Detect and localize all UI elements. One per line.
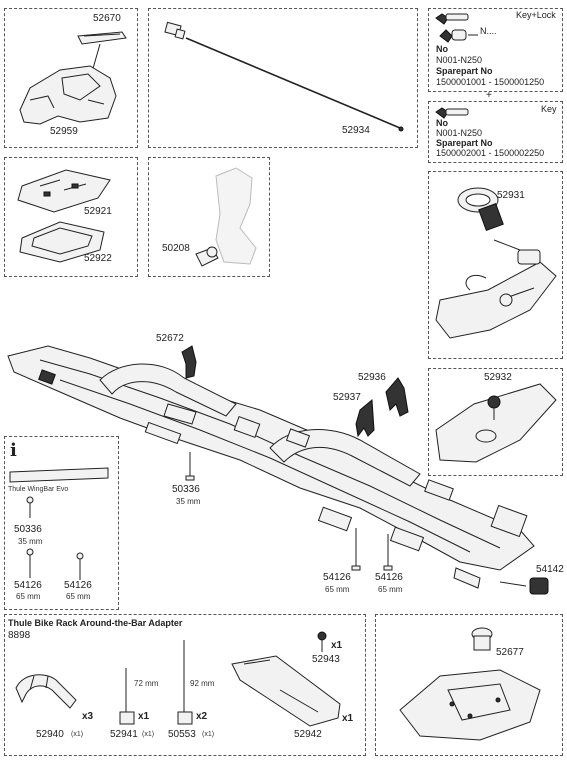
part-50208-drawing bbox=[195, 167, 257, 267]
part-52677-drawing bbox=[399, 627, 541, 741]
label-52670: 52670 bbox=[93, 13, 121, 24]
key-lock-no-value: N001-N250 bbox=[436, 55, 483, 65]
key-lock-no-heading: No bbox=[436, 44, 448, 54]
label-52922: 52922 bbox=[84, 253, 112, 264]
box-52932 bbox=[428, 368, 563, 476]
part-52936-drawing bbox=[385, 377, 409, 417]
label-50208: 50208 bbox=[162, 243, 190, 254]
info-dim-54126-b: 65 mm bbox=[66, 592, 91, 601]
qty-52942: x1 bbox=[342, 713, 354, 724]
key-plus: + bbox=[486, 90, 492, 101]
info-icon: i bbox=[10, 440, 17, 461]
part-52934-drawing bbox=[164, 21, 404, 132]
qty-52941: x1 bbox=[138, 711, 150, 722]
label-52943: 52943 bbox=[312, 654, 340, 665]
label-54126-b: 54126 bbox=[375, 572, 403, 583]
info-label-50336: 50336 bbox=[14, 524, 42, 535]
box-key-lock bbox=[428, 8, 563, 92]
box-52921 bbox=[4, 157, 138, 277]
dim-54126-a: 65 mm bbox=[325, 585, 350, 594]
label-50553: 50553 bbox=[168, 729, 196, 740]
label-54126-a: 54126 bbox=[323, 572, 351, 583]
key-lock-n-label: N.... bbox=[480, 26, 497, 36]
key-lock-sparepart-value: 1500001001 - 1500001250 bbox=[436, 77, 545, 87]
key-title: Key bbox=[541, 104, 557, 114]
box-adapter bbox=[4, 614, 366, 756]
part-52932-drawing bbox=[435, 383, 557, 463]
label-52940: 52940 bbox=[36, 729, 64, 740]
adapter-number: 8898 bbox=[8, 630, 31, 641]
adapter-title: Thule Bike Rack Around-the-Bar Adapter bbox=[8, 618, 183, 628]
info-label-54126-a: 54126 bbox=[14, 580, 42, 591]
label-52672: 52672 bbox=[156, 333, 184, 344]
qty-52943: x1 bbox=[331, 640, 343, 651]
part-52921-drawing bbox=[17, 169, 111, 213]
label-52936: 52936 bbox=[358, 372, 386, 383]
dim-54126-b: 65 mm bbox=[378, 585, 403, 594]
key-drawing bbox=[435, 107, 469, 119]
info-dim-50336: 35 mm bbox=[18, 537, 43, 546]
key-no-heading: No bbox=[436, 118, 448, 128]
box-52931 bbox=[428, 171, 563, 359]
key-sparepart-value: 1500002001 - 1500002250 bbox=[436, 148, 545, 158]
dim-50553: 92 mm bbox=[190, 679, 215, 688]
box-52677 bbox=[375, 614, 563, 756]
info-label-54126-b: 54126 bbox=[64, 580, 92, 591]
label-52959: 52959 bbox=[50, 126, 78, 137]
label-52677: 52677 bbox=[496, 647, 524, 658]
qty-52940: x3 bbox=[82, 711, 94, 722]
info-drawing bbox=[9, 467, 109, 580]
screws-drawing bbox=[185, 452, 549, 595]
label-54142: 54142 bbox=[536, 564, 564, 575]
dim-50336-main: 35 mm bbox=[176, 497, 201, 506]
part-52931-drawing bbox=[435, 187, 557, 339]
qty-50553: x2 bbox=[196, 711, 208, 722]
dim-52941: 72 mm bbox=[134, 679, 159, 688]
box-52934 bbox=[148, 8, 418, 148]
label-52932: 52932 bbox=[484, 372, 512, 383]
box-key bbox=[428, 101, 563, 163]
info-dim-54126-a: 65 mm bbox=[16, 592, 41, 601]
key-sparepart-heading: Sparepart No bbox=[436, 138, 493, 148]
part-52672-drawing bbox=[181, 345, 197, 379]
key-no-value: N001-N250 bbox=[436, 128, 483, 138]
label-52941: 52941 bbox=[110, 729, 138, 740]
part-52937-drawing bbox=[355, 398, 375, 438]
label-52937: 52937 bbox=[333, 392, 361, 403]
box-52959 bbox=[4, 8, 138, 148]
sub-52940: (x1) bbox=[71, 731, 84, 738]
main-rack-drawing bbox=[7, 345, 535, 589]
part-52959-drawing bbox=[19, 65, 117, 125]
part-52670-drawing bbox=[77, 31, 127, 73]
box-info bbox=[4, 436, 119, 610]
label-52942: 52942 bbox=[294, 729, 322, 740]
adapter-drawing bbox=[15, 631, 341, 727]
key-lock-sparepart-heading: Sparepart No bbox=[436, 66, 493, 76]
label-52921: 52921 bbox=[84, 206, 112, 217]
key-lock-drawing bbox=[435, 13, 478, 43]
label-50336-main: 50336 bbox=[172, 484, 200, 495]
part-52922-drawing bbox=[19, 221, 105, 263]
box-50208 bbox=[148, 157, 270, 277]
label-52934: 52934 bbox=[342, 125, 370, 136]
info-caption: Thule WingBar Evo bbox=[8, 486, 69, 493]
sub-52941: (x1) bbox=[142, 731, 155, 738]
key-lock-title: Key+Lock bbox=[516, 10, 556, 20]
sub-50553: (x1) bbox=[202, 731, 215, 738]
label-52931: 52931 bbox=[497, 190, 525, 201]
